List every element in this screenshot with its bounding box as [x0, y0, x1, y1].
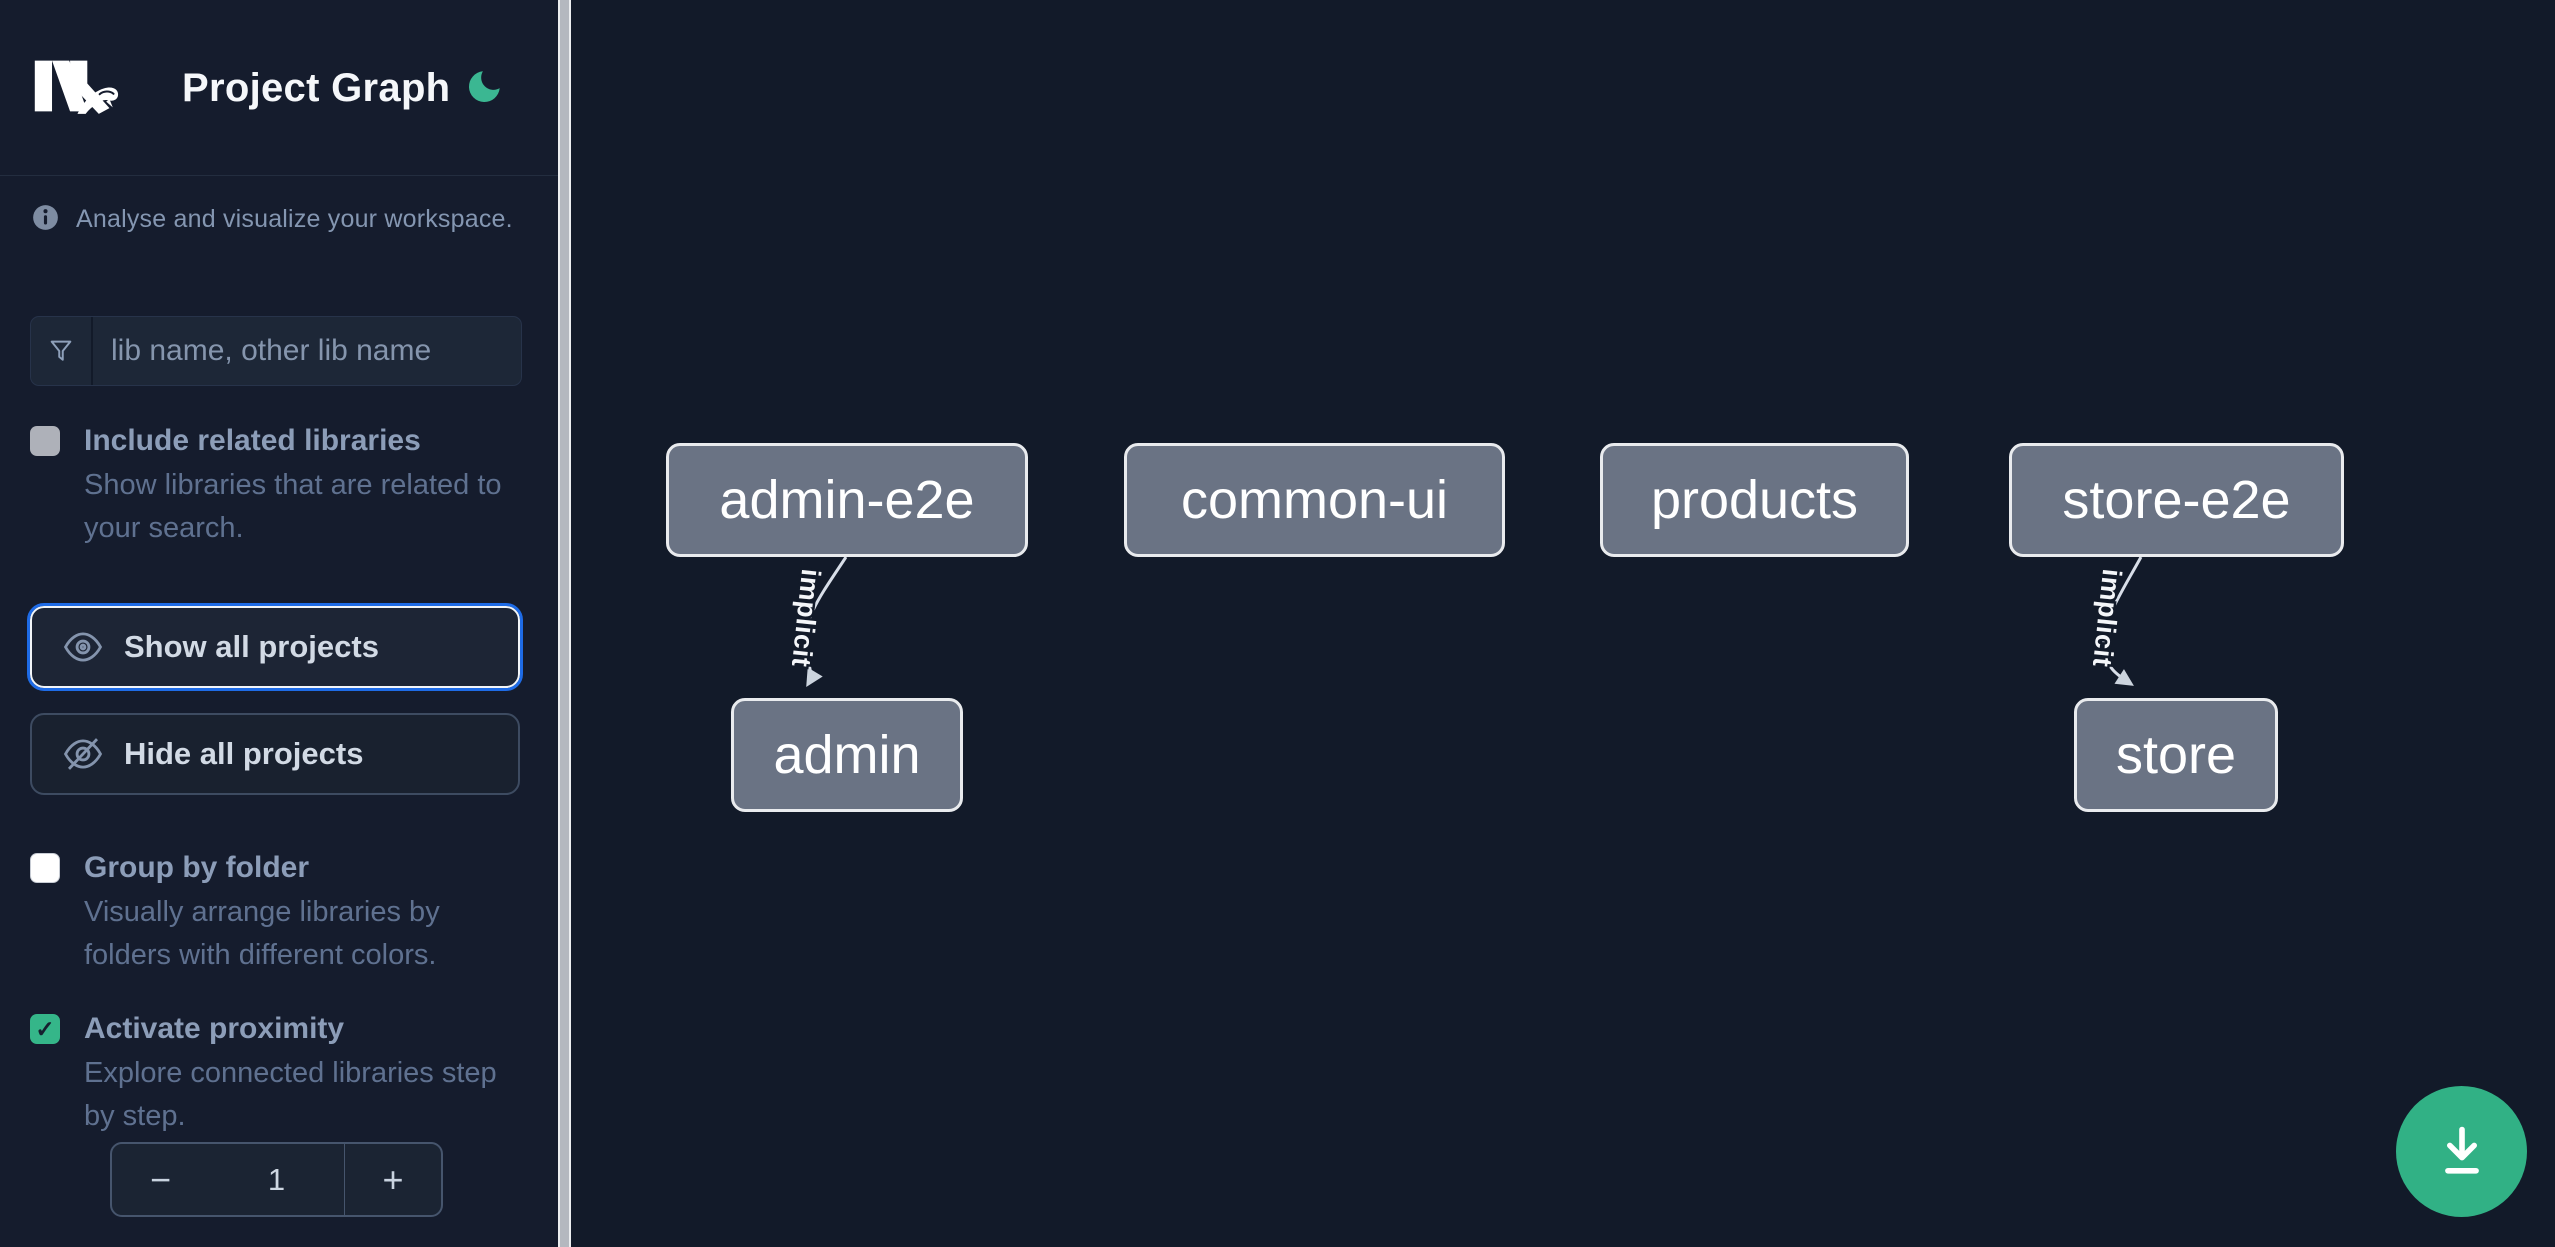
moon-icon: [468, 70, 500, 102]
sidebar-scrollbar-thumb[interactable]: [560, 0, 569, 1247]
eye-off-icon: [63, 738, 103, 770]
filter-box: [30, 316, 522, 386]
increment-button[interactable]: +: [345, 1144, 441, 1215]
edge-label-implicit: implicit: [786, 567, 826, 668]
tagline-text: Analyse and visualize your workspace.: [76, 205, 513, 233]
tagline-row: Analyse and visualize your workspace.: [32, 202, 532, 236]
show-all-projects-label: Show all projects: [124, 629, 379, 664]
option-include-related-libraries: Include related libraries Show libraries…: [30, 424, 522, 566]
graph-node-admin[interactable]: admin: [731, 698, 963, 812]
activate-proximity-description: Explore connected libraries step by step…: [84, 1057, 497, 1132]
filter-input[interactable]: [93, 317, 521, 385]
graph-node-store[interactable]: store: [2074, 698, 2278, 812]
option-activate-proximity: ✓ Activate proximity Explore connected l…: [30, 1012, 522, 1149]
show-all-projects-button[interactable]: Show all projects: [27, 603, 523, 691]
hide-all-projects-label: Hide all projects: [124, 736, 364, 771]
edge-store-e2e-to-store: [2102, 556, 2143, 686]
activate-proximity-label: Activate proximity: [84, 1012, 345, 1045]
decrement-button[interactable]: −: [112, 1144, 209, 1215]
graph-node-common-ui[interactable]: common-ui: [1124, 443, 1505, 557]
graph-node-products[interactable]: products: [1600, 443, 1909, 557]
include-related-checkbox[interactable]: [30, 426, 60, 456]
proximity-depth-value[interactable]: 1: [209, 1144, 345, 1215]
group-by-folder-checkbox[interactable]: [30, 853, 60, 883]
edges-layer: implicit implicit: [783, 556, 2143, 688]
download-icon: [2444, 1126, 2479, 1174]
group-by-folder-description: Visually arrange libraries by folders wi…: [84, 896, 440, 971]
eye-icon: [63, 632, 103, 662]
sidebar-header: Project Graph: [0, 0, 558, 176]
sidebar: Project Graph Analyse and visualize your…: [0, 0, 558, 1247]
include-related-description: Show libraries that are related to your …: [84, 469, 502, 544]
filter-funnel-icon: [50, 340, 72, 361]
include-related-label: Include related libraries: [84, 424, 421, 457]
edge-label-implicit: implicit: [2087, 567, 2127, 668]
hide-all-projects-button[interactable]: Hide all projects: [30, 713, 520, 795]
activate-proximity-checkbox[interactable]: ✓: [30, 1014, 60, 1044]
graph-canvas[interactable]: implicit implicit admin-e2e common-ui pr…: [571, 0, 2555, 1247]
graph-node-admin-e2e[interactable]: admin-e2e: [666, 443, 1028, 557]
option-group-by-folder: Group by folder Visually arrange librari…: [30, 851, 522, 988]
edge-admin-e2e-to-admin: [804, 556, 848, 688]
graph-node-store-e2e[interactable]: store-e2e: [2009, 443, 2344, 557]
proximity-depth-stepper: − 1 +: [110, 1142, 443, 1217]
sidebar-scrollbar-track: [558, 0, 571, 1247]
info-icon: [33, 205, 58, 230]
dark-mode-toggle[interactable]: [462, 64, 508, 110]
filter-icon-cell: [31, 317, 93, 385]
page-title: Project Graph: [182, 66, 451, 110]
download-image-button[interactable]: [2396, 1086, 2527, 1217]
nx-logo-icon: [34, 60, 119, 114]
group-by-folder-label: Group by folder: [84, 851, 309, 884]
checkmark-icon: ✓: [35, 1015, 55, 1042]
